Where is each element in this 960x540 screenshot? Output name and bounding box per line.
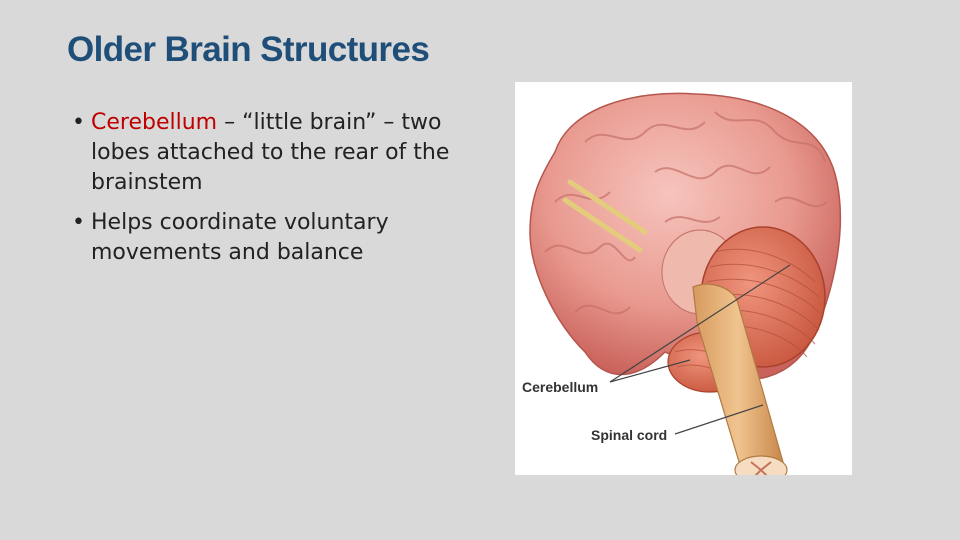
spinal-cord-label: Spinal cord	[591, 427, 668, 443]
slide-title: Older Brain Structures	[67, 30, 430, 69]
bullet-text: Helps coordinate voluntary movements and…	[91, 210, 389, 265]
brain-drawing	[529, 92, 842, 475]
label-leader-lines	[609, 264, 791, 435]
bullet-dot-icon: •	[72, 110, 85, 135]
bullet-item: •Helps coordinate voluntary movements an…	[72, 208, 482, 268]
olfactory-nerve	[562, 197, 643, 253]
bullet-item: •Cerebellum – “little brain” – two lobes…	[72, 108, 482, 198]
olfactory-nerve	[567, 179, 648, 235]
bullet-dot-icon: •	[72, 210, 85, 235]
spinal-cord-shape	[692, 283, 788, 475]
bullet-list: •Cerebellum – “little brain” – two lobes…	[72, 108, 482, 278]
cerebellum-label: Cerebellum	[522, 379, 599, 395]
brain-illustration: Cerebellum Spinal cord	[515, 82, 852, 475]
bullet-term: Cerebellum	[91, 110, 218, 135]
gyri-lines	[544, 111, 828, 315]
bullet-text: – “little brain” – two lobes attached to…	[91, 110, 450, 195]
